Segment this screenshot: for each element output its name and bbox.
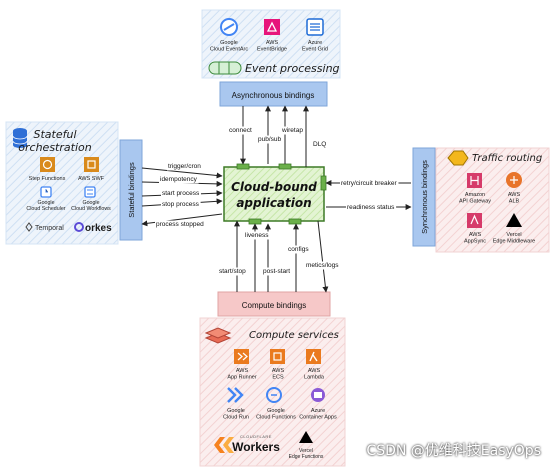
edge-labels: connect pub/sub wiretap DLQ trigger/cron… bbox=[155, 126, 399, 276]
appsync-icon bbox=[467, 213, 482, 228]
label-trigger-cron: trigger/cron bbox=[168, 163, 201, 170]
compute-bindings-box: Compute bindings bbox=[217, 291, 331, 317]
async-bindings-box: Asynchronous bindings bbox=[219, 81, 328, 107]
async-bindings-label: Asynchronous bindings bbox=[232, 91, 315, 100]
cloud-functions-icon bbox=[266, 387, 282, 403]
label-readiness: readiness status bbox=[347, 204, 395, 211]
api-gateway-icon bbox=[467, 173, 482, 188]
label-pubsub: pub/sub bbox=[258, 136, 282, 143]
label-dlq: DLQ bbox=[313, 141, 326, 148]
step-functions-icon bbox=[40, 157, 55, 172]
label-wiretap: wiretap bbox=[281, 127, 303, 134]
cloudflare-workers-icon bbox=[214, 437, 234, 453]
stateful-orchestration-panel: Stateful orchestration Step Functions AW… bbox=[5, 121, 119, 245]
stateful-bindings-box: Stateful bindings bbox=[119, 139, 143, 241]
eventarc-icon bbox=[220, 18, 238, 36]
compute-services-title: Compute services bbox=[249, 330, 339, 341]
label-stop-process: stop process bbox=[162, 201, 200, 208]
center-title-line1: Cloud-bound bbox=[231, 180, 317, 194]
edge-trigger-cron bbox=[141, 167, 223, 179]
temporal-icon bbox=[25, 222, 33, 232]
event-grid-icon bbox=[306, 18, 324, 36]
container-apps-icon bbox=[311, 388, 325, 402]
edge-metrics bbox=[317, 220, 329, 293]
label-post-start: post-start bbox=[263, 268, 290, 275]
compute-services-icon bbox=[204, 327, 232, 344]
sync-bindings-label: Synchronous bindings bbox=[420, 160, 429, 234]
app-runner-icon bbox=[234, 349, 249, 364]
sync-bindings-box: Synchronous bindings bbox=[412, 147, 436, 247]
orkes-icon bbox=[74, 222, 84, 232]
aws-swf-label: AWS SWF bbox=[78, 176, 105, 182]
label-connect: connect bbox=[229, 127, 252, 134]
aws-swf-icon bbox=[84, 157, 99, 172]
cloudflare-brand: CLOUDFLARE bbox=[240, 434, 272, 439]
event-processing-icon bbox=[208, 61, 242, 75]
label-liveness: liveness bbox=[245, 232, 269, 239]
cloud-run-icon bbox=[227, 387, 244, 403]
eventbridge-icon bbox=[264, 19, 280, 35]
ecs-icon bbox=[270, 349, 285, 364]
label-idempotency: idempotency bbox=[160, 176, 198, 183]
center-title-line2: application bbox=[236, 196, 311, 210]
label-start-process: start process bbox=[162, 190, 200, 197]
cloud-bound-application: Cloud-bound application bbox=[223, 163, 327, 225]
stateful-title-line1: Stateful bbox=[33, 128, 76, 141]
stateful-title-line2: orchestration bbox=[18, 141, 91, 154]
traffic-routing-title: Traffic routing bbox=[472, 153, 542, 164]
event-processing-title: Event processing bbox=[245, 62, 340, 75]
label-metrics: metics/logs bbox=[306, 262, 339, 269]
cloud-scheduler-icon bbox=[40, 186, 52, 198]
label-configs: configs bbox=[288, 246, 309, 253]
vercel-edge-icon bbox=[299, 431, 313, 443]
compute-bindings-label: Compute bindings bbox=[242, 301, 306, 310]
step-functions-label: Step Functions bbox=[29, 176, 66, 182]
temporal-label: Temporal bbox=[35, 225, 64, 232]
label-retry: retry/circuit breaker bbox=[341, 180, 397, 187]
csdn-watermark: CSDN @优维科技EasyOps bbox=[366, 443, 541, 459]
label-process-stopped: process stopped bbox=[156, 221, 204, 228]
lambda-icon bbox=[306, 349, 321, 364]
traffic-routing-icon bbox=[447, 150, 469, 166]
vercel-icon bbox=[506, 213, 522, 227]
alb-icon bbox=[506, 172, 522, 188]
database-icon bbox=[12, 128, 28, 148]
orkes-label: orkes bbox=[85, 223, 112, 234]
label-start-stop: start/stop bbox=[219, 268, 246, 275]
workers-label: Workers bbox=[232, 440, 280, 454]
stateful-bindings-label: Stateful bindings bbox=[127, 162, 136, 218]
cloud-workflows-icon bbox=[84, 186, 96, 198]
